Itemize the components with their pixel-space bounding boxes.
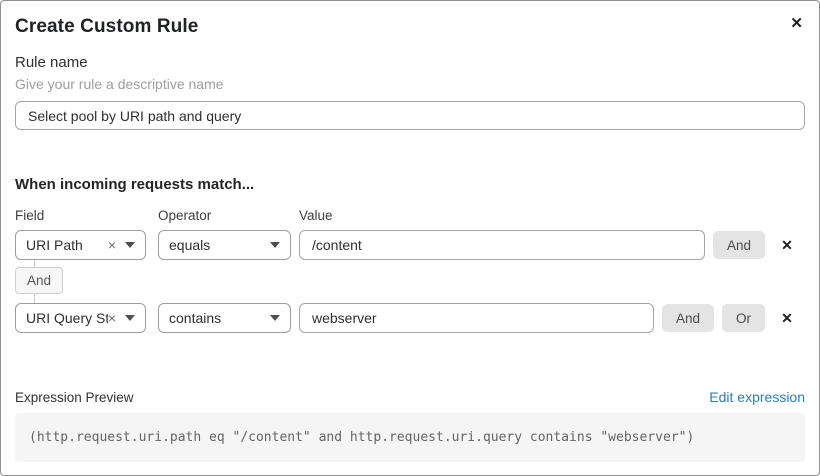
- close-icon[interactable]: ✕: [790, 15, 803, 32]
- chevron-down-icon: [270, 315, 280, 321]
- expression-preview-header: Expression Preview Edit expression: [15, 389, 805, 406]
- add-and-condition-button[interactable]: And: [661, 304, 714, 332]
- edit-expression-link[interactable]: Edit expression: [709, 389, 805, 405]
- rule-name-input[interactable]: [15, 101, 805, 130]
- field-select[interactable]: URI Query St... ×: [15, 303, 146, 333]
- condition-column-labels: Field Operator Value: [15, 208, 805, 224]
- connector-line: [34, 260, 35, 267]
- condition-connector: And: [15, 260, 805, 303]
- operator-select-value: contains: [169, 310, 222, 326]
- chevron-down-icon: [270, 242, 280, 248]
- field-select[interactable]: URI Path ×: [15, 230, 146, 260]
- condition-row: URI Path × equals And ✕: [15, 230, 805, 260]
- expression-preview-label: Expression Preview: [15, 390, 134, 405]
- operator-select-value: equals: [169, 237, 211, 253]
- connector-line: [34, 294, 35, 303]
- remove-condition-icon[interactable]: ✕: [777, 311, 797, 325]
- value-input[interactable]: [299, 303, 654, 333]
- value-input[interactable]: [299, 230, 705, 260]
- operator-column-label: Operator: [158, 208, 212, 223]
- value-column-label: Value: [299, 208, 333, 223]
- condition-row: URI Query St... × contains And Or ✕: [15, 303, 805, 333]
- add-or-condition-button[interactable]: Or: [722, 304, 765, 332]
- and-connector-badge: And: [15, 267, 64, 294]
- field-select-value: URI Query St...: [26, 310, 108, 326]
- field-column-label: Field: [15, 208, 45, 223]
- clear-icon[interactable]: ×: [107, 310, 116, 326]
- add-and-condition-button[interactable]: And: [712, 231, 765, 259]
- operator-select[interactable]: contains: [158, 303, 291, 333]
- operator-select[interactable]: equals: [158, 230, 291, 260]
- match-heading: When incoming requests match...: [15, 176, 255, 193]
- chevron-down-icon: [125, 315, 135, 321]
- remove-condition-icon[interactable]: ✕: [777, 238, 797, 252]
- rule-name-label: Rule name: [15, 54, 88, 71]
- rule-name-help-text: Give your rule a descriptive name: [15, 76, 224, 92]
- chevron-down-icon: [125, 242, 135, 248]
- clear-icon[interactable]: ×: [107, 237, 116, 253]
- modal-header: Create Custom Rule ✕: [15, 15, 805, 39]
- field-select-value: URI Path: [26, 237, 83, 253]
- modal-title: Create Custom Rule: [15, 16, 199, 37]
- expression-code-preview: (http.request.uri.path eq "/content" and…: [15, 413, 805, 462]
